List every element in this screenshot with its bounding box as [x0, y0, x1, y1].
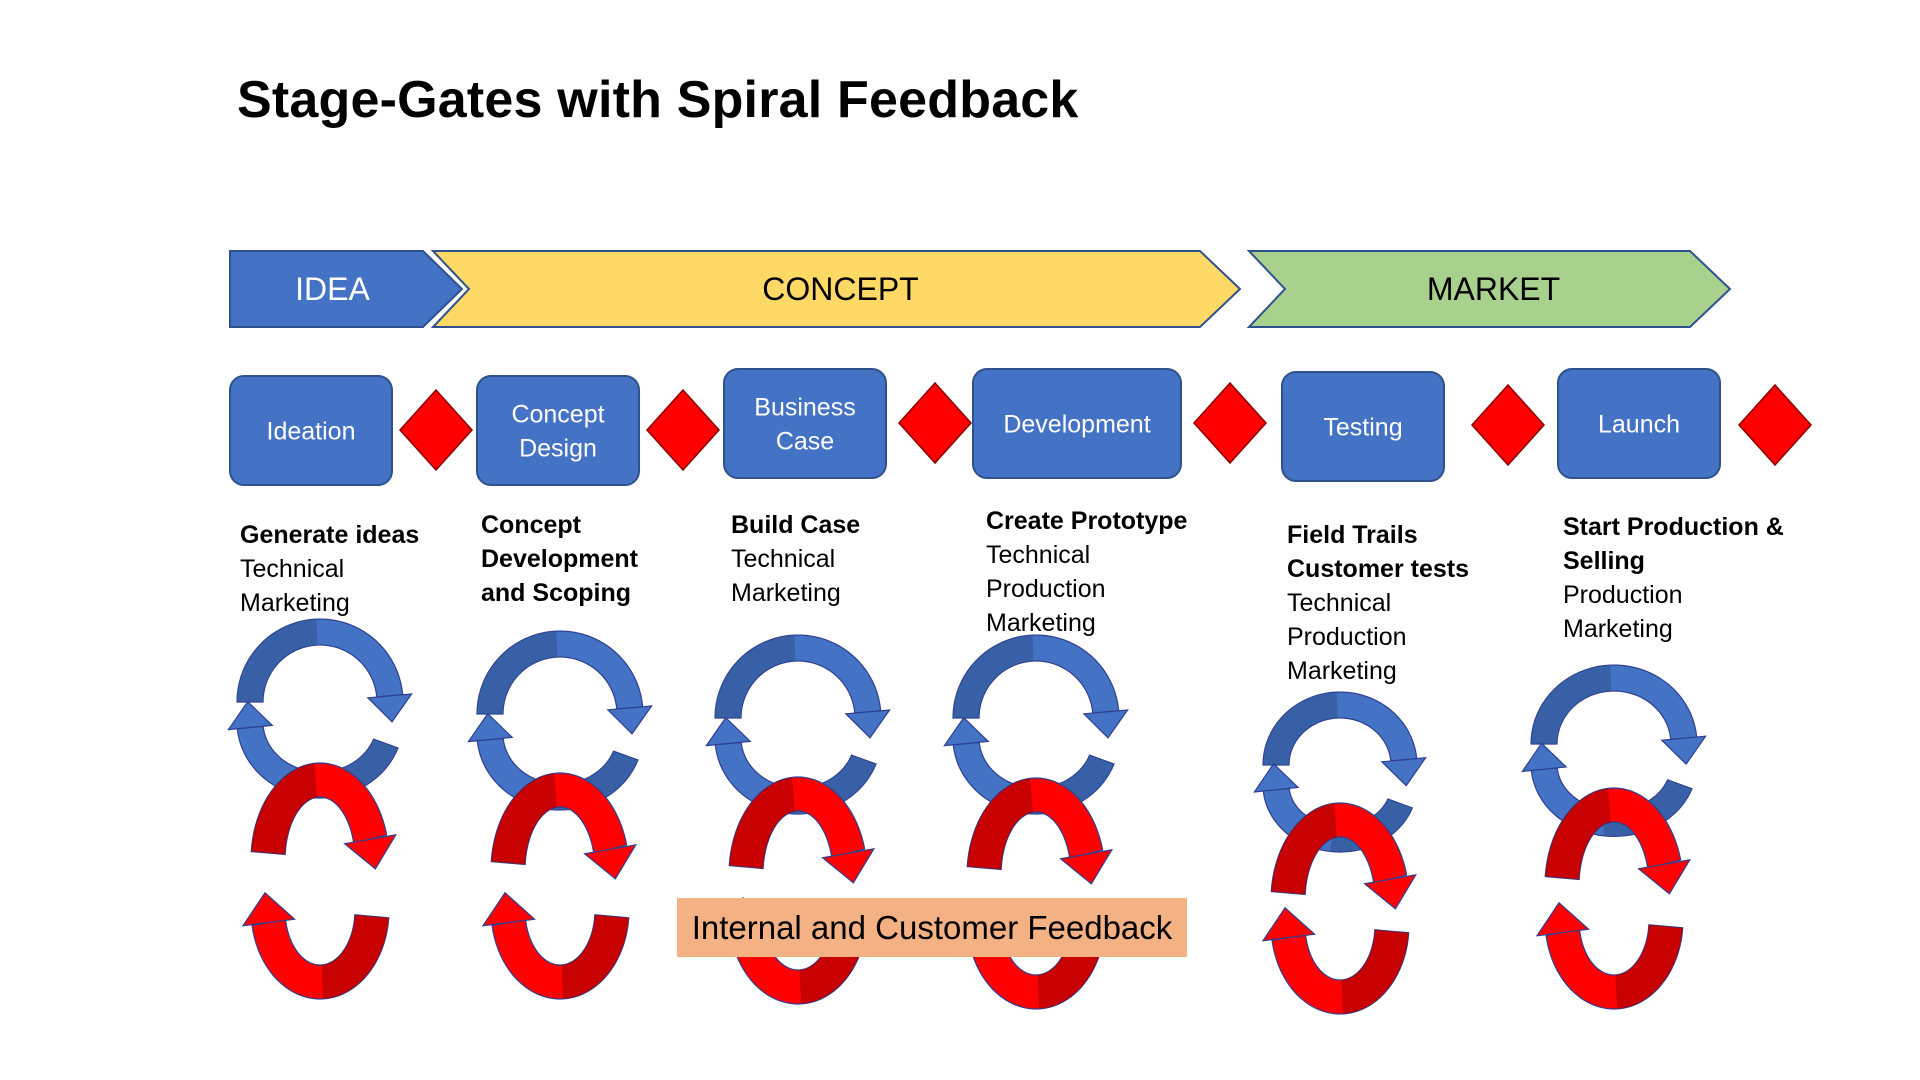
- stage-label: Launch: [1598, 411, 1680, 439]
- stage-label: Ideation: [267, 418, 356, 446]
- phase-market: MARKET: [1246, 250, 1732, 328]
- stage-description-line: Production: [1563, 581, 1683, 609]
- phase-label: CONCEPT: [762, 271, 918, 307]
- stage-description-line: Marketing: [731, 579, 841, 607]
- stage-description-heading: Create Prototype: [986, 507, 1188, 535]
- feedback-label: Internal and Customer Feedback: [677, 898, 1187, 957]
- stage-description-line: Marketing: [1563, 615, 1673, 643]
- phase-label: MARKET: [1427, 271, 1560, 307]
- stage-description-heading: Field Trails Customer tests: [1287, 521, 1469, 583]
- stage-description-line: Production: [1287, 623, 1407, 651]
- gate-diamond: [897, 381, 973, 465]
- stage-description-line: Marketing: [1287, 657, 1397, 685]
- phase-idea: IDEA: [229, 250, 464, 328]
- gate-diamond: [645, 388, 721, 472]
- phase-label: IDEA: [295, 271, 370, 307]
- gate-diamond: [1737, 383, 1813, 467]
- stage-label: Development: [1003, 411, 1150, 439]
- stage-description-line: Technical: [986, 541, 1091, 569]
- stage-description-heading: Build Case: [731, 511, 861, 539]
- gate-diamond: [1192, 381, 1268, 465]
- stage-box-testing: Testing: [1281, 371, 1445, 482]
- stage-box-ideation: Ideation: [229, 375, 393, 486]
- stage-description-line: Marketing: [240, 589, 350, 617]
- page-title: Stage-Gates with Spiral Feedback: [237, 71, 1079, 129]
- stage-box-development: Development: [972, 368, 1182, 479]
- spiral-loop: [1253, 691, 1427, 1015]
- stage-description-line: Technical: [1287, 589, 1392, 617]
- stage-description-line: Marketing: [986, 609, 1096, 637]
- stage-description-heading: Start Production & Selling: [1563, 513, 1784, 575]
- stage-box-launch: Launch: [1557, 368, 1721, 479]
- spiral-loop: [227, 618, 413, 1000]
- stage-description-heading: Concept Development and Scoping: [481, 511, 638, 607]
- stage-description-line: Production: [986, 575, 1106, 603]
- spiral-loop: [467, 630, 653, 1000]
- spiral-loop: [1521, 664, 1707, 1010]
- stage-description: Concept Development and Scoping: [481, 508, 671, 610]
- stage-description-line: Technical: [240, 555, 345, 583]
- phase-concept: CONCEPT: [430, 250, 1242, 328]
- stage-description-heading: Generate ideas: [240, 521, 420, 549]
- stage-label: Testing: [1323, 414, 1402, 442]
- gate-diamond: [398, 388, 474, 472]
- gate-diamond: [1470, 383, 1546, 467]
- stage-description-line: Technical: [731, 545, 836, 573]
